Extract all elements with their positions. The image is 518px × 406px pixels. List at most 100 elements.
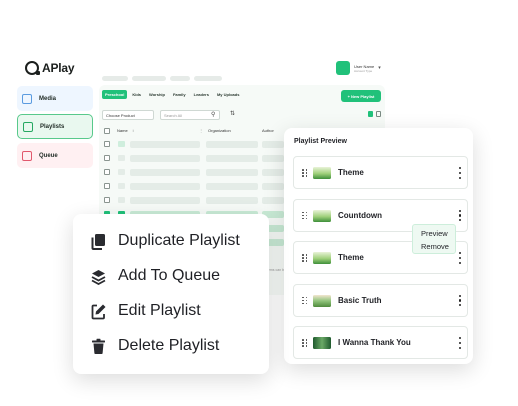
avatar [336, 61, 350, 75]
playlist-item-label: Theme [338, 253, 364, 262]
column-menu-icon[interactable]: ⋮ [199, 128, 203, 133]
sort-arrows-icon[interactable]: ↕ [132, 128, 134, 133]
header-placeholder-bar [102, 76, 128, 81]
user-subtitle: Account Type [354, 68, 373, 73]
playlist-item-label: Theme [338, 168, 364, 177]
add-to-queue-icon [91, 268, 106, 285]
header-placeholder-bar [170, 76, 190, 81]
playlist-item-label: Countdown [338, 210, 382, 220]
playlist-item[interactable]: Theme [293, 156, 468, 189]
user-name: User Name [354, 63, 375, 69]
chevron-down-icon: ▾ [378, 65, 381, 71]
playlist-item-thumbnail [313, 209, 331, 222]
search-input[interactable]: Search All [160, 110, 220, 120]
header-placeholder-bar [194, 76, 222, 81]
sidebar-item-playlists[interactable]: Playlists [17, 114, 93, 139]
drag-handle-icon[interactable] [302, 211, 308, 220]
row-cell-placeholder [262, 211, 284, 218]
tab-family[interactable]: Family [172, 92, 186, 97]
row-cell-placeholder [206, 155, 258, 162]
row-cell-placeholder [262, 169, 284, 176]
row-checkbox[interactable] [104, 141, 110, 147]
row-cell-placeholder [262, 225, 284, 232]
column-header-name[interactable]: Name [117, 128, 128, 133]
sidebar-item-label: Queue [39, 152, 58, 159]
row-cell-placeholder [206, 183, 258, 190]
playlist-item-thumbnail [313, 337, 331, 349]
tab-worship[interactable]: Worship [149, 92, 165, 97]
row-cell-placeholder [262, 155, 284, 162]
playlist-item[interactable]: Basic Truth [293, 283, 468, 317]
playlist-item-thumbnail [313, 252, 331, 264]
playlist-preview-title: Playlist Preview [294, 138, 347, 145]
duplicate-icon [91, 233, 106, 250]
preview-option[interactable]: Preview [421, 229, 448, 238]
row-cell-placeholder [130, 141, 200, 148]
more-options-icon[interactable] [458, 209, 462, 223]
menu-item-label: Add To Queue [118, 267, 221, 284]
playlist-row-icon [118, 183, 125, 189]
more-options-icon[interactable] [458, 294, 462, 308]
item-options-popover: Preview Remove [412, 224, 456, 254]
row-cell-placeholder [130, 155, 200, 162]
logo-text: APlay [42, 61, 75, 75]
grid-view-icon[interactable] [376, 111, 381, 117]
row-checkbox[interactable] [104, 169, 110, 175]
logo-icon [25, 61, 40, 75]
user-menu[interactable]: User Name Account Type ▾ [336, 61, 381, 75]
more-options-icon[interactable] [458, 251, 462, 265]
drag-handle-icon[interactable] [302, 254, 308, 262]
new-playlist-button[interactable]: + New Playlist [341, 90, 381, 102]
menu-item-label: Delete Playlist [118, 337, 220, 354]
edit-icon [91, 303, 106, 320]
playlist-row-icon [118, 155, 125, 161]
row-cell-placeholder [262, 239, 284, 246]
sidebar-item-label: Playlists [40, 123, 65, 130]
menu-item-delete-playlist[interactable]: Delete Playlist [91, 335, 219, 357]
sidebar-item-queue[interactable]: Queue [17, 143, 93, 168]
select-all-checkbox[interactable] [104, 128, 110, 134]
row-cell-placeholder [206, 141, 258, 148]
row-checkbox[interactable] [104, 197, 110, 203]
tab-preschool[interactable]: Preschool [102, 90, 128, 99]
playlist-row-icon [118, 197, 125, 203]
column-header-organization[interactable]: Organization [208, 128, 231, 133]
media-icon [22, 93, 32, 104]
tab-leaders[interactable]: Leaders [193, 92, 209, 97]
menu-item-duplicate-playlist[interactable]: Duplicate Playlist [91, 230, 240, 252]
menu-item-label: Duplicate Playlist [118, 232, 240, 249]
playlist-item[interactable]: I Wanna Thank You [293, 326, 468, 359]
drag-handle-icon[interactable] [302, 169, 308, 177]
playlists-icon [23, 121, 33, 132]
row-checkbox[interactable] [104, 155, 110, 161]
drag-handle-icon[interactable] [302, 339, 308, 347]
sidebar-item-media[interactable]: Media [17, 86, 93, 111]
app-logo: APlay [25, 61, 75, 75]
category-tabs: Preschool Kids Worship Family Leaders My… [102, 90, 242, 99]
list-view-icon[interactable] [368, 111, 373, 117]
row-cell-placeholder [262, 183, 284, 190]
row-cell-placeholder [130, 169, 200, 176]
playlist-row-icon [118, 169, 125, 175]
playlist-item-label: Basic Truth [338, 295, 382, 305]
drag-handle-icon[interactable] [302, 296, 308, 305]
row-cell-placeholder [130, 183, 200, 190]
column-header-author[interactable]: Author [262, 128, 274, 133]
row-cell-placeholder [206, 197, 258, 204]
product-select[interactable]: Choose Product [102, 110, 154, 120]
page-header-placeholder [102, 76, 222, 81]
remove-option[interactable]: Remove [421, 242, 449, 251]
playlist-row-icon [118, 141, 125, 147]
tab-kids[interactable]: Kids [132, 92, 142, 97]
row-checkbox[interactable] [104, 183, 110, 189]
menu-item-add-to-queue[interactable]: Add To Queue [91, 265, 220, 287]
search-icon[interactable]: ⚲ [211, 112, 216, 118]
menu-item-label: Edit Playlist [118, 302, 201, 319]
row-cell-placeholder [262, 197, 284, 204]
sort-icon[interactable]: ⇅ [230, 111, 236, 117]
playlist-item[interactable]: Theme [293, 241, 468, 274]
tab-my-uploads[interactable]: My Uploads [216, 92, 240, 97]
menu-item-edit-playlist[interactable]: Edit Playlist [91, 300, 201, 322]
more-options-icon[interactable] [458, 166, 462, 180]
more-options-icon[interactable] [458, 336, 462, 350]
